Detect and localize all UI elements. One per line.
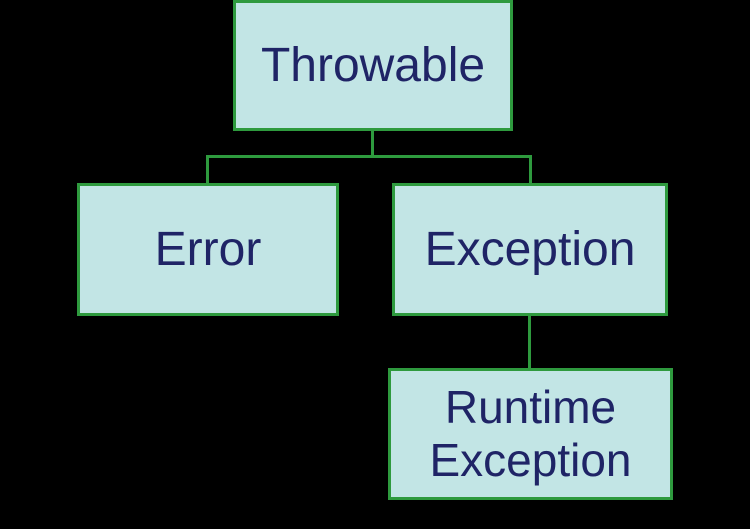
node-runtime-exception: Runtime Exception xyxy=(388,368,673,500)
connector-to-error xyxy=(206,155,209,183)
node-throwable-label: Throwable xyxy=(260,38,486,92)
node-runtime-exception-label: Runtime Exception xyxy=(429,381,632,486)
node-exception-label: Exception xyxy=(424,222,636,276)
node-exception: Exception xyxy=(392,183,668,316)
connector-throwable-trunk xyxy=(371,131,374,158)
connector-exception-to-runtime-exception xyxy=(528,316,531,368)
node-error-label: Error xyxy=(154,222,262,276)
node-error: Error xyxy=(77,183,339,316)
node-throwable: Throwable xyxy=(233,0,513,131)
connector-branch-bar xyxy=(206,155,532,158)
connector-to-exception xyxy=(529,155,532,183)
